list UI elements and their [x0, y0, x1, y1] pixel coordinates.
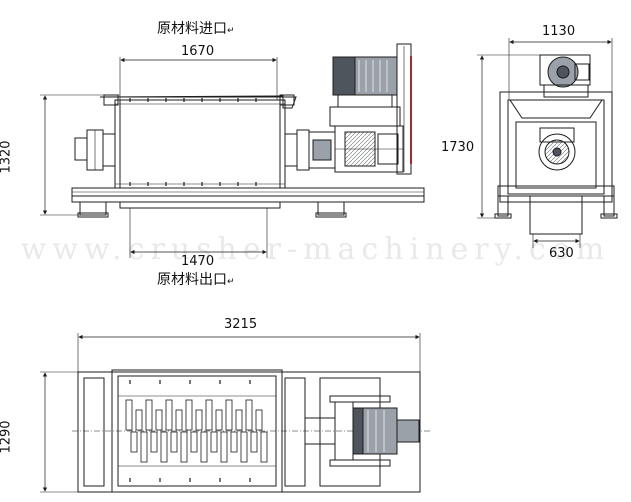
dim-label-1130: 1130 [542, 24, 576, 39]
outlet-label: 原材料出口↵ [157, 272, 235, 288]
side-base [494, 185, 618, 219]
side-outlet [529, 195, 583, 248]
dim-1130 [508, 38, 613, 100]
dim-label-3215: 3215 [224, 317, 258, 332]
dim-label-1670: 1670 [181, 44, 215, 59]
dim-1290 [40, 371, 80, 493]
front-view [40, 43, 425, 258]
plan-view [40, 333, 430, 493]
dim-1670 [119, 57, 278, 100]
watermark: www.crusher-machinery.com [20, 232, 611, 267]
side-rotor [538, 133, 576, 171]
front-belt-guard [396, 43, 412, 175]
plan-bolts [129, 380, 251, 482]
dim-label-1730: 1730 [441, 140, 475, 155]
dim-label-630: 630 [549, 246, 574, 261]
front-left-bearing [74, 129, 116, 171]
plan-blades [125, 399, 268, 463]
side-view [477, 38, 618, 248]
front-hopper-bolts [129, 98, 257, 186]
plan-drive [304, 395, 420, 467]
side-body [499, 91, 613, 203]
front-hopper [99, 94, 297, 189]
front-gearbox [334, 125, 404, 173]
front-outlet [119, 201, 281, 258]
inlet-label: 原材料进口↵ [157, 21, 235, 37]
dim-3215 [77, 333, 421, 375]
dim-label-1470: 1470 [181, 254, 215, 269]
front-motor [329, 56, 401, 127]
front-right-bearing [284, 129, 336, 171]
side-motor [539, 54, 591, 98]
dim-1320 [40, 94, 120, 216]
